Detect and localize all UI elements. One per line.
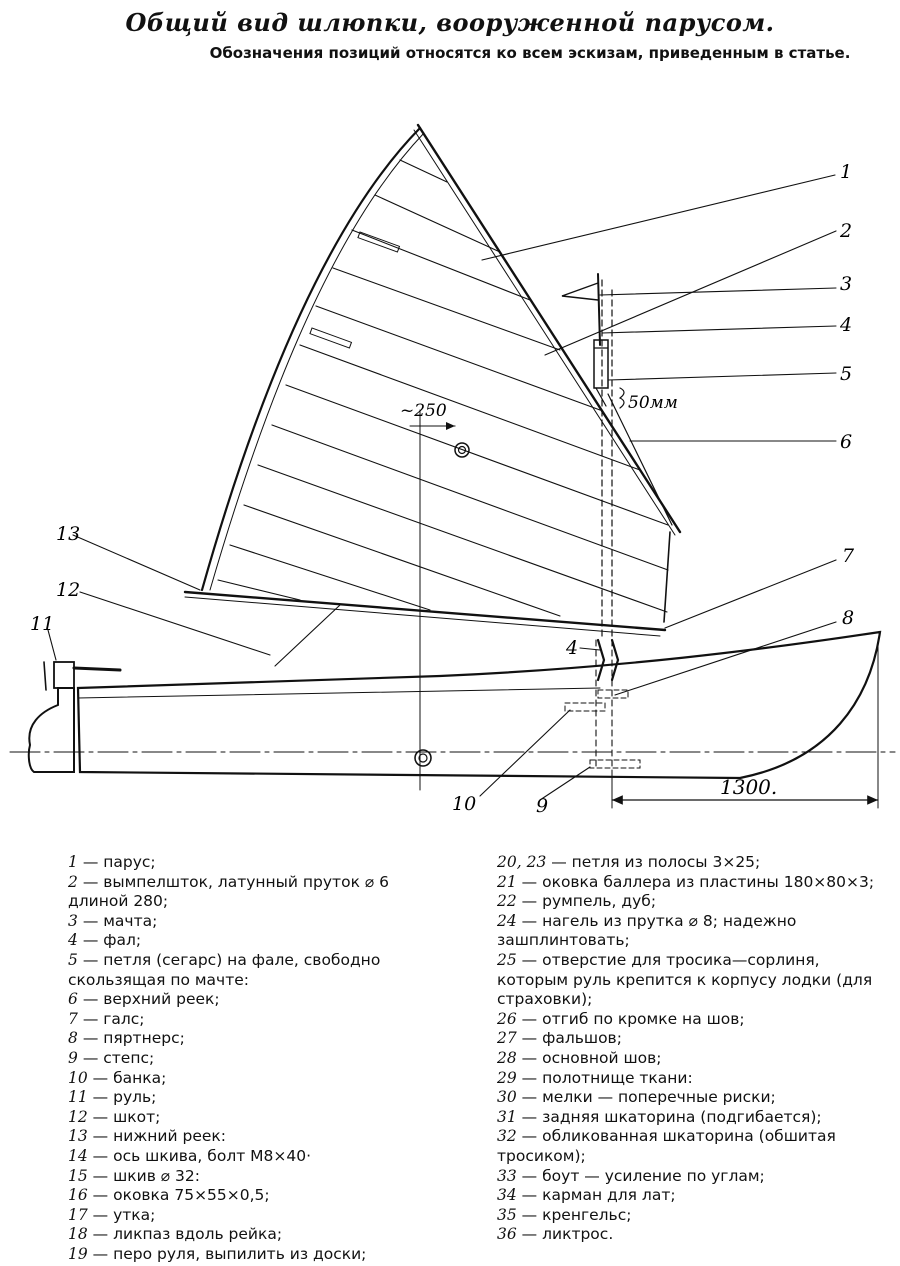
sail-luff-inner <box>209 132 425 591</box>
legend-item: 5 — петля (сегарс) на фале, свободно ско… <box>68 950 381 989</box>
sail-luff-curve <box>200 126 422 592</box>
legend-item: 11 — руль; <box>68 1088 157 1107</box>
legend-item: 33 — боут — усиление по углам; <box>497 1166 765 1185</box>
lower-yard-spar <box>183 590 667 632</box>
upper-yard-spar <box>416 123 682 534</box>
batten-pocket <box>309 327 353 349</box>
boat-drawing: 1 2 3 4 5 6 7 8 9 10 11 12 13 4 ~250 50м… <box>9 123 896 817</box>
legend-item: 13 — нижний реек: <box>68 1127 226 1146</box>
rudder-head <box>53 661 75 689</box>
dimension-1300-label: 1300. <box>720 775 777 799</box>
dimension-50-label: 50мм <box>628 393 678 413</box>
page-subtitle: Обозначения позиций относятся ко всем эс… <box>209 44 851 62</box>
mast-head-fitting <box>593 339 609 389</box>
callout-5: 5 <box>840 363 852 385</box>
callout-11: 11 <box>30 613 54 635</box>
legend-item: 8 — пяртнерс; <box>68 1029 185 1048</box>
tiller-pin <box>43 661 47 691</box>
sail-leech <box>663 531 671 623</box>
hull-outline <box>76 630 882 780</box>
gooseneck <box>596 638 606 682</box>
legend-item: 25 — отверстие для тросика—сорлиня, кото… <box>497 950 873 1009</box>
legend-item: 10 — банка; <box>68 1068 167 1087</box>
legend-item: 16 — оковка 75×55×0,5; <box>68 1186 270 1205</box>
rudder <box>27 687 75 773</box>
batten-pocket <box>357 231 401 253</box>
legend-item: 17 — утка; <box>68 1205 156 1224</box>
dimension-50-bracket <box>618 387 625 409</box>
legend-item: 12 — шкот; <box>68 1107 161 1126</box>
legend-item: 19 — перо руля, выпилить из доски; <box>68 1244 367 1263</box>
legend-left: 1 — парус; 2 — вымпелшток, латунный прут… <box>68 853 448 1264</box>
callout-7: 7 <box>842 545 855 567</box>
callout-2: 2 <box>839 220 852 242</box>
legend-item: 28 — основной шов; <box>497 1048 662 1067</box>
legend-item: 18 — ликпаз вдоль рейка; <box>68 1225 283 1244</box>
callout-4: 4 <box>839 314 852 336</box>
legend-item: 35 — кренгельс; <box>497 1205 632 1224</box>
legend-item: 15 — шкив ⌀ 32: <box>68 1166 200 1185</box>
legend-item: 20, 23 — петля из полосы 3×25; <box>497 853 761 871</box>
legend-item: 3 — мачта; <box>68 911 158 930</box>
mast-step <box>589 759 641 769</box>
legend-item: 34 — карман для лат; <box>497 1186 676 1205</box>
legend-item: 22 — румпель, дуб; <box>497 892 657 911</box>
legend-item: 24 — нагель из прутка ⌀ 8; надежно зашпл… <box>497 911 797 950</box>
legend-item: 30 — мелки — поперечные риски; <box>497 1088 776 1107</box>
leader-lines <box>47 174 837 801</box>
legend-right: 20, 23 — петля из полосы 3×25; 21 — оков… <box>497 853 889 1245</box>
legend-item: 29 — полотнище ткани: <box>497 1068 693 1087</box>
callout-3: 3 <box>840 273 852 295</box>
pennant-staff <box>597 273 601 346</box>
upper-yard-spar-inner <box>413 129 676 536</box>
legend-item: 27 — фальшов; <box>497 1029 622 1048</box>
legend-item: 6 — верхний реек; <box>68 990 220 1009</box>
callout-10: 10 <box>452 793 476 815</box>
legend-item: 36 — ликтрос. <box>497 1225 614 1244</box>
halyard <box>607 393 673 526</box>
callout-8: 8 <box>842 607 854 629</box>
legend-item: 2 — вымпелшток, латунный пруток ⌀ 6 длин… <box>68 872 389 911</box>
legend-item: 7 — галс; <box>68 1009 145 1028</box>
legend-item: 1 — парус; <box>68 853 156 871</box>
callout-6: 6 <box>840 431 852 453</box>
pennant <box>561 282 599 301</box>
legend-item: 21 — оковка баллера из пластины 180×80×3… <box>497 872 875 891</box>
callout-9: 9 <box>536 795 548 817</box>
lower-yard-spar-inner <box>184 596 661 637</box>
page-title: Общий вид шлюпки, вооруженной парусом. <box>125 8 775 37</box>
legend-item: 31 — задняя шкаторина (подгибается); <box>497 1107 822 1126</box>
callout-13: 13 <box>56 523 80 545</box>
callout-12: 12 <box>56 579 80 601</box>
partners <box>564 702 606 712</box>
legend-item: 4 — фал; <box>68 931 142 950</box>
callout-4-tack: 4 <box>565 637 578 659</box>
callout-1: 1 <box>840 161 852 183</box>
legend-item: 14 — ось шкива, болт М8×40· <box>68 1146 312 1165</box>
legend-item: 32 — обликованная шкаторина (обшитая тро… <box>497 1127 836 1165</box>
dimension-250-label: ~250 <box>400 401 447 421</box>
legend-item: 26 — отгиб по кромке на шов; <box>497 1009 745 1028</box>
legend-item: 9 — степс; <box>68 1048 155 1067</box>
sail-grommet <box>454 442 470 458</box>
tiller <box>72 666 122 672</box>
hull-grommet <box>414 749 432 767</box>
